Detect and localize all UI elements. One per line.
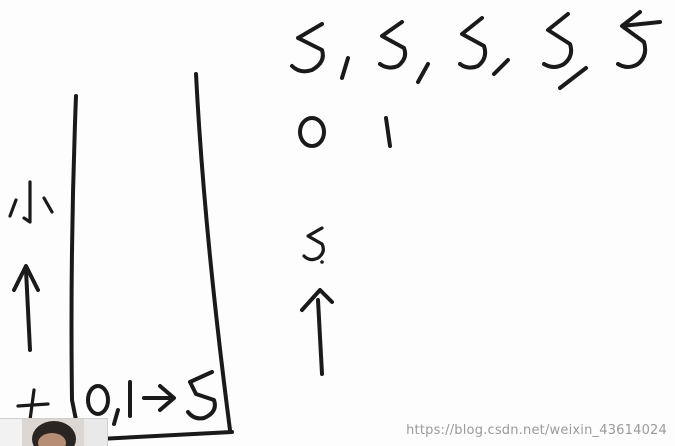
comma xyxy=(416,62,430,84)
watermark-url: https://blog.csdn.net/weixin_43614024 xyxy=(406,423,667,438)
top-row-handwriting xyxy=(290,10,662,90)
dot xyxy=(320,260,324,264)
up-arrow-head xyxy=(300,288,334,312)
webcam-thumbnail xyxy=(0,418,108,446)
stack-left-wall xyxy=(69,94,82,442)
index-row-handwriting xyxy=(298,116,392,148)
digit-5 xyxy=(378,20,408,70)
digit-1 xyxy=(384,116,392,148)
person-video-icon xyxy=(0,419,107,446)
digit-0 xyxy=(86,384,110,416)
up-arrow-shaft xyxy=(316,298,324,376)
digit-5 xyxy=(616,10,662,69)
char-xiao xyxy=(8,180,54,224)
digit-5 xyxy=(186,370,217,421)
digit-0 xyxy=(298,116,326,148)
comma xyxy=(112,408,120,426)
stack-right-wall xyxy=(194,72,232,432)
left-labels xyxy=(8,180,54,422)
digit-5 xyxy=(458,16,488,70)
arrow-right xyxy=(142,384,176,412)
single-5-and-arrow xyxy=(300,226,334,376)
comma xyxy=(492,58,510,76)
digit-5-small xyxy=(302,226,325,262)
char-da xyxy=(16,388,50,422)
stack-bottom-content xyxy=(86,370,217,426)
digit-5 xyxy=(290,22,325,74)
left-up-arrow xyxy=(12,264,40,352)
digit-5 xyxy=(542,12,574,69)
comma xyxy=(340,56,350,80)
comma xyxy=(558,66,588,90)
